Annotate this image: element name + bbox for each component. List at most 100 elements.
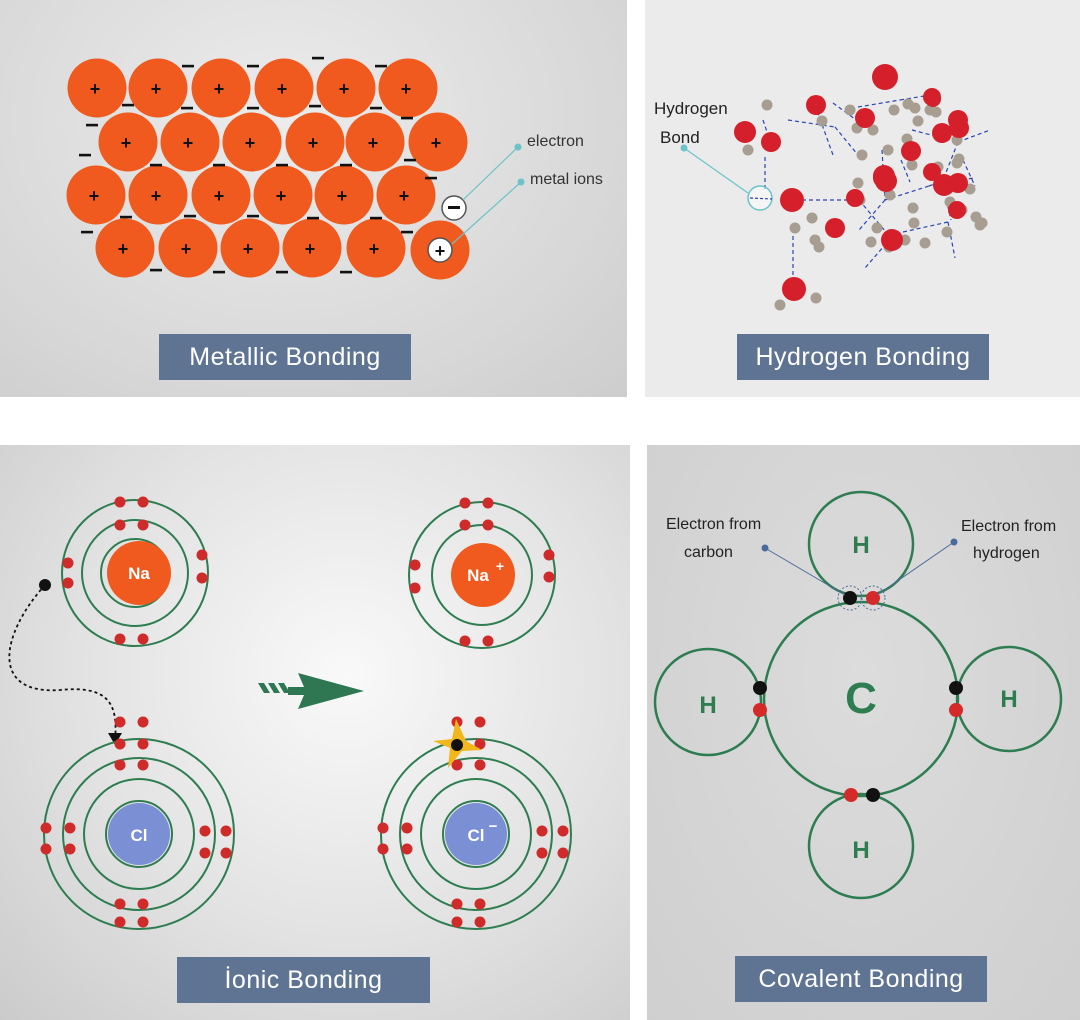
electron (557, 847, 569, 859)
oxygen-atom (872, 64, 898, 90)
sodium-symbol: Na (128, 564, 150, 583)
electron (459, 635, 471, 647)
hydrogen-bonding-panel: Hydrogen Bond Hydrogen Bonding (645, 0, 1080, 397)
electron-minus (86, 123, 98, 127)
hydrogen-atom (907, 202, 919, 214)
ion-plus-sign: + (243, 239, 254, 259)
electron-minus (375, 64, 387, 68)
hydrogen-bond-line (857, 99, 901, 108)
arrow-tail-stripe (258, 683, 270, 693)
oxygen-atom (949, 118, 969, 138)
metal-ions-callout-dot (517, 178, 525, 186)
chlorine-shell (62, 757, 216, 911)
hydrogen-atom (908, 217, 920, 229)
oxygen-atom (782, 277, 806, 301)
electron (536, 825, 548, 837)
hydrogen-atom (742, 144, 754, 156)
reaction-arrow (288, 673, 364, 709)
electron-minus (213, 270, 225, 274)
electron (409, 559, 421, 571)
metal-ions-callout-label: metal ions (530, 171, 603, 188)
electron-from-carbon-label-line2: carbon (684, 544, 733, 561)
metal-ion (254, 58, 314, 118)
hydrogen-atom (789, 222, 801, 234)
metal-ion (285, 112, 345, 172)
electron (62, 577, 74, 589)
electron (409, 582, 421, 594)
metal-ions-callout-line (451, 181, 522, 245)
hydrogen-electron-callout-dot (950, 538, 958, 546)
transfer-arrowhead (108, 733, 122, 745)
chloride-shell (442, 800, 510, 868)
oxygen-atom (873, 168, 893, 188)
electron (40, 843, 52, 855)
hydrogen-atom (951, 157, 963, 169)
hydrogen-bond-label-line1: Hydrogen (654, 99, 728, 118)
electron (64, 822, 76, 834)
electron (482, 635, 494, 647)
highlighted-electron-sign (448, 206, 460, 209)
electron (114, 496, 126, 508)
oxygen-atom (780, 188, 804, 212)
oxygen-atom (901, 141, 921, 161)
oxygen-atom (806, 95, 826, 115)
electron (377, 822, 389, 834)
electron-minus (247, 214, 259, 218)
shared-pair-highlight (837, 585, 863, 611)
hydrogen-shell-right (955, 645, 1063, 753)
metal-ion (408, 112, 468, 172)
electron (137, 496, 149, 508)
chloride-shell (420, 778, 532, 890)
ion-plus-sign: + (214, 186, 225, 206)
ion-plus-sign: + (431, 133, 442, 153)
hydrogen-atom (902, 98, 914, 110)
hydrogen-atom (930, 106, 942, 118)
metal-ion (346, 218, 406, 278)
electron-from-hydrogen-label-line1: Electron from (961, 518, 1057, 535)
electron (114, 633, 126, 645)
electron-minus (150, 268, 162, 272)
arrow-tail-stripe (268, 683, 280, 693)
electron (114, 898, 126, 910)
electron-minus (81, 230, 93, 234)
hydrogen-bond-line (957, 129, 991, 143)
hydrogen-bond-line (902, 221, 949, 233)
hydrogen-bond-line (787, 119, 836, 128)
hydrogen-symbol-left: H (699, 692, 716, 719)
hydrogen-atom (906, 159, 918, 171)
carbon-electron (949, 681, 963, 695)
metal-ion (191, 165, 251, 225)
metal-ion (66, 165, 126, 225)
metallic-bonding-title: Metallic Bonding (159, 334, 411, 380)
metal-ion (220, 218, 280, 278)
electron-minus (150, 163, 162, 167)
sodium-ion-shell (431, 524, 533, 626)
chlorine-shell (43, 738, 235, 930)
electron-callout-label: electron (527, 133, 584, 150)
hydrogen-bond-marker-line (749, 197, 773, 200)
electron (137, 898, 149, 910)
hydrogen-atom (884, 189, 896, 201)
hydrogen-atom (774, 299, 786, 311)
electron-minus (401, 230, 413, 234)
electron (474, 898, 486, 910)
ion-plus-sign: + (277, 79, 288, 99)
electron (401, 822, 413, 834)
ion-plus-sign: + (339, 79, 350, 99)
ion-plus-sign: + (90, 79, 101, 99)
ion-plus-sign: + (118, 239, 129, 259)
electron (220, 847, 232, 859)
hydrogen-symbol-right: H (1000, 686, 1017, 713)
hydrogen-bond-marker (747, 185, 773, 211)
chlorine-shell (105, 800, 173, 868)
electron-minus (276, 163, 288, 167)
hydrogen-atom (871, 222, 883, 234)
electron (114, 519, 126, 531)
hydrogen-atom (867, 124, 879, 136)
chloride-shell (399, 757, 553, 911)
ion-plus-sign: + (183, 133, 194, 153)
metal-ion (345, 112, 405, 172)
electron (196, 572, 208, 584)
electron-minus (184, 214, 196, 218)
